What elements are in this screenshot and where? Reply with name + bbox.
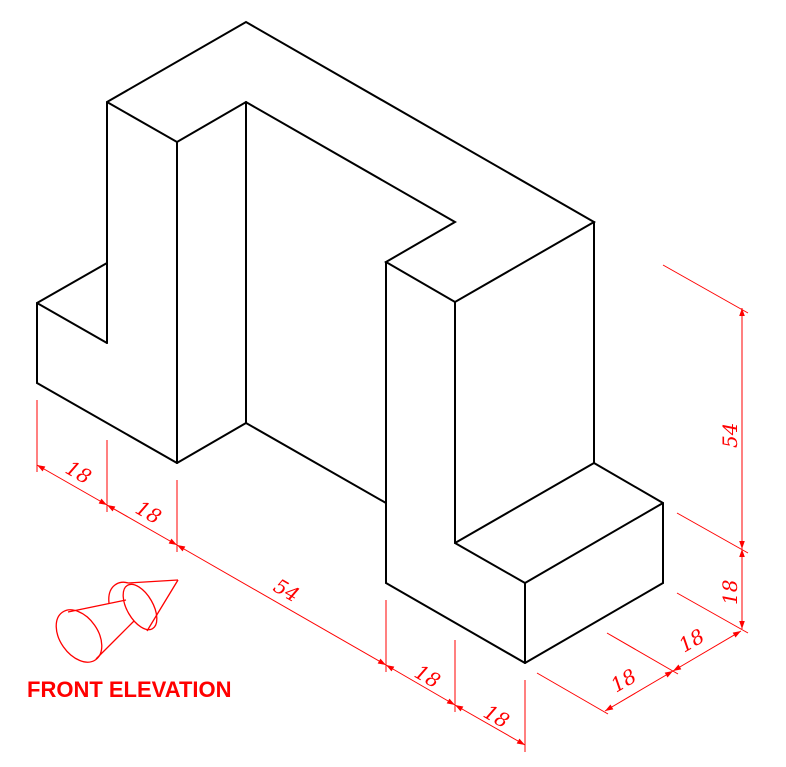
dim-label: 18 <box>132 496 166 530</box>
dim-label: 18 <box>411 660 445 694</box>
dim-label: 54 <box>270 574 304 608</box>
dim-label: 18 <box>480 700 514 734</box>
dimension-lines <box>36 264 749 752</box>
eye-cone-arrow-icon <box>55 579 179 663</box>
dim-label: 18 <box>62 456 96 490</box>
dim-label: 18 <box>607 664 641 698</box>
dim-label: 54 <box>718 423 742 448</box>
front-elevation-label: FRONT ELEVATION <box>27 677 232 702</box>
dim-label: 18 <box>718 580 742 605</box>
object-outline <box>36 20 664 664</box>
dim-label: 18 <box>675 624 709 658</box>
